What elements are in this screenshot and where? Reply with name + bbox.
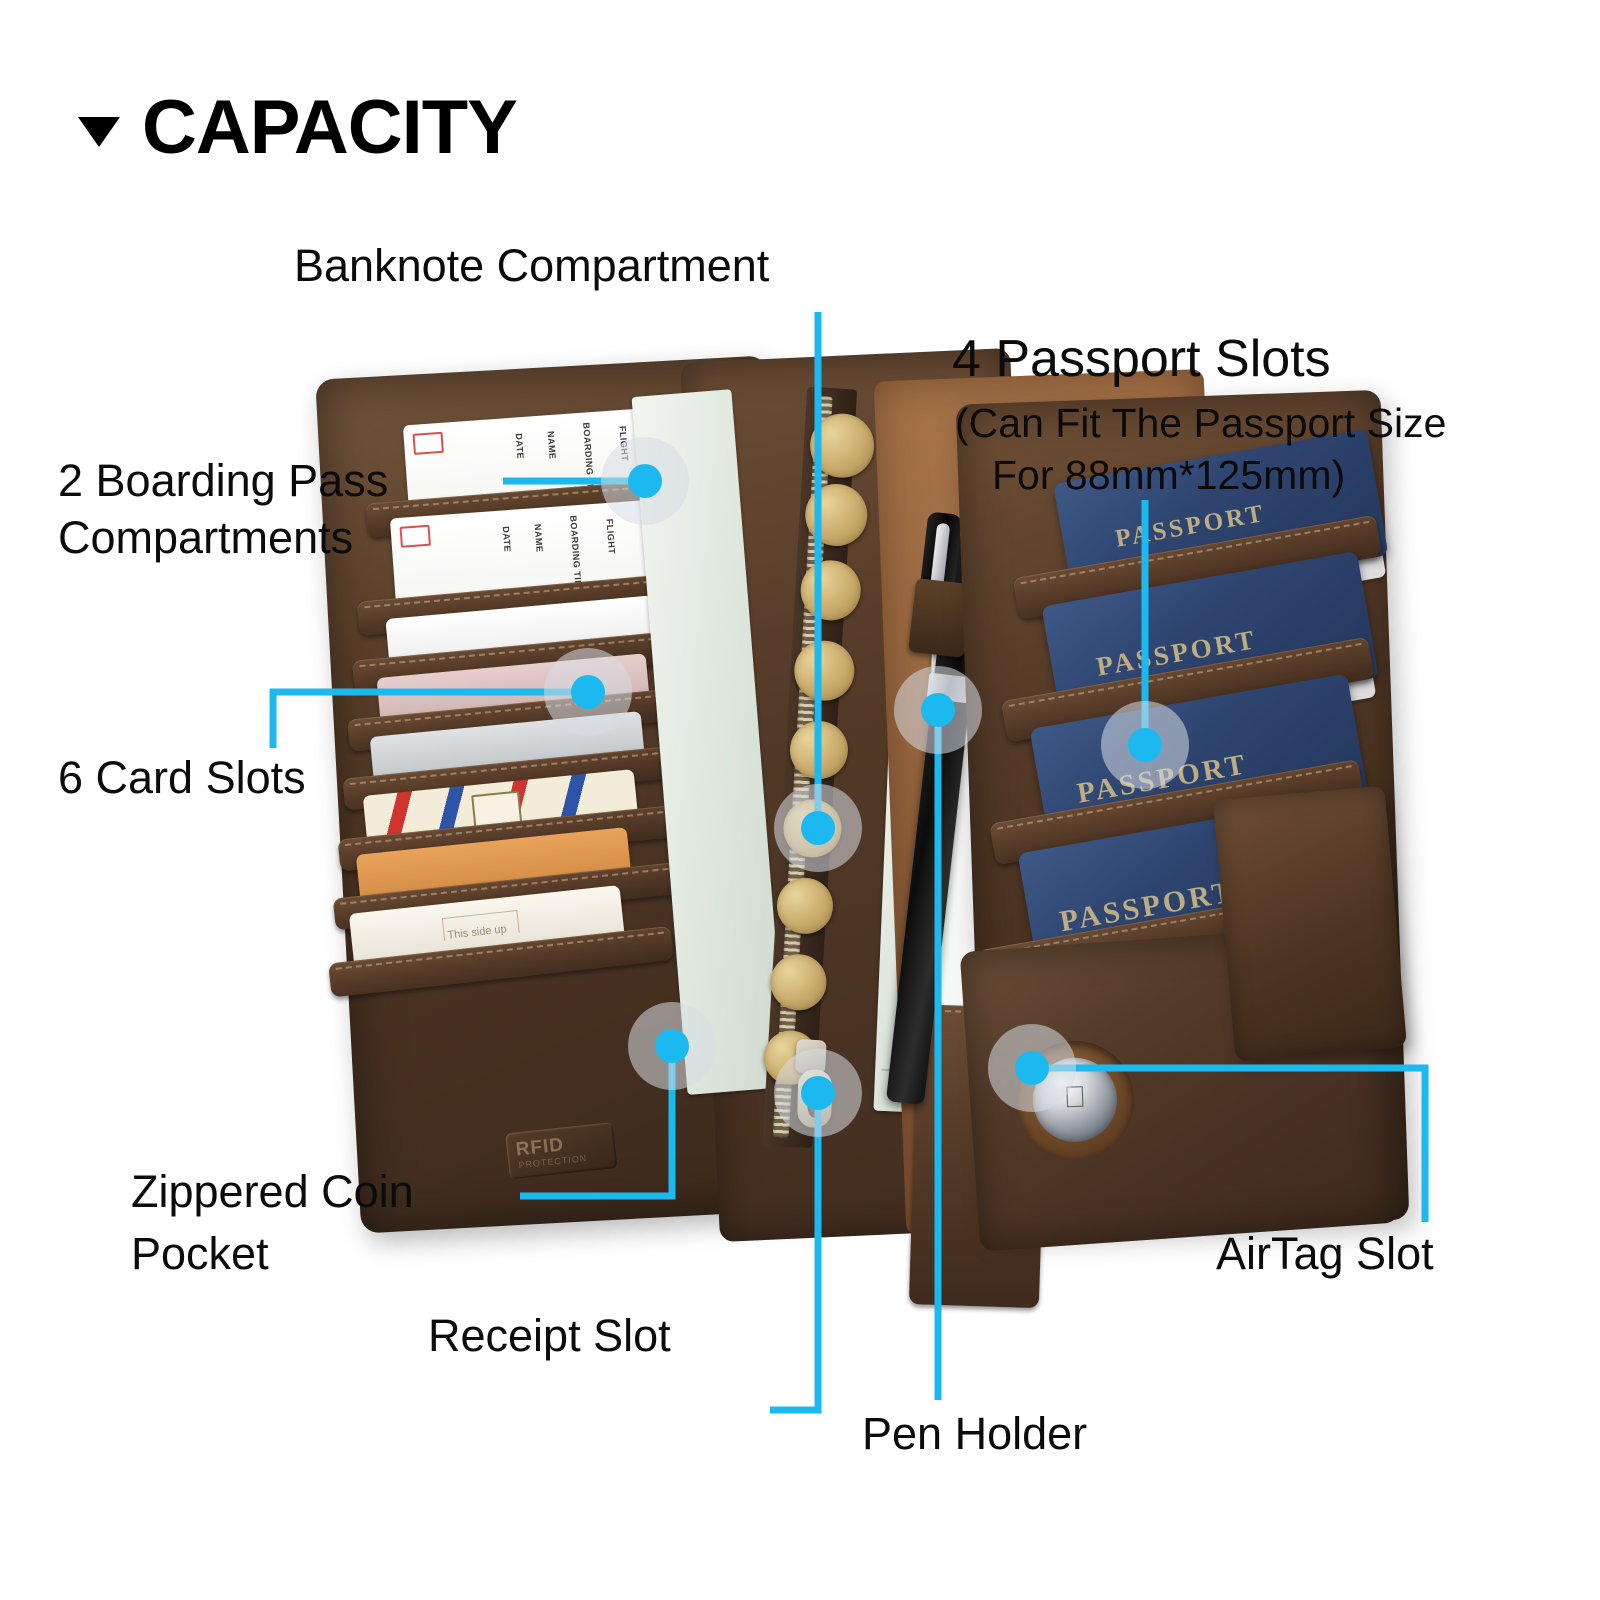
page-title: CAPACITY [78, 84, 518, 171]
page-title-text: CAPACITY [142, 85, 518, 170]
callout-label-pen-holder: Pen Holder [862, 1408, 1088, 1459]
callout-label-receipt-slot: Receipt Slot [428, 1310, 671, 1361]
marker-coin-pocket[interactable] [655, 1029, 689, 1063]
callout-label-passport-sub1: (Can Fit The Passport Size [955, 400, 1447, 446]
callout-label-passport-sub2: For 88mm*125mm) [992, 452, 1346, 498]
callout-label-coin-pocket-1: Zippered Coin [131, 1166, 414, 1217]
callout-label-boarding-pass-2: Compartments [58, 512, 354, 563]
callout-label-boarding-pass-1: 2 Boarding Pass [58, 455, 389, 506]
marker-pen-holder[interactable] [921, 693, 955, 727]
rfid-emboss-stamp: RFID PROTECTION [505, 1122, 618, 1180]
marker-receipt-slot[interactable] [801, 1076, 835, 1110]
callout-label-airtag-slot: AirTag Slot [1216, 1228, 1434, 1279]
callout-label-coin-pocket-2: Pocket [131, 1228, 269, 1279]
marker-passport-slots[interactable] [1128, 728, 1162, 762]
callout-label-card-slots: 6 Card Slots [58, 752, 306, 803]
wallet-closure-strap [1212, 785, 1408, 1062]
marker-card-slots[interactable] [571, 675, 605, 709]
callout-label-passport: 4 Passport Slots [952, 330, 1331, 388]
callout-label-banknote: Banknote Compartment [294, 240, 770, 291]
marker-boarding-pass[interactable] [628, 464, 662, 498]
marker-airtag-slot[interactable] [1015, 1051, 1049, 1085]
marker-banknote[interactable] [801, 811, 835, 845]
triangle-down-icon [78, 116, 120, 147]
